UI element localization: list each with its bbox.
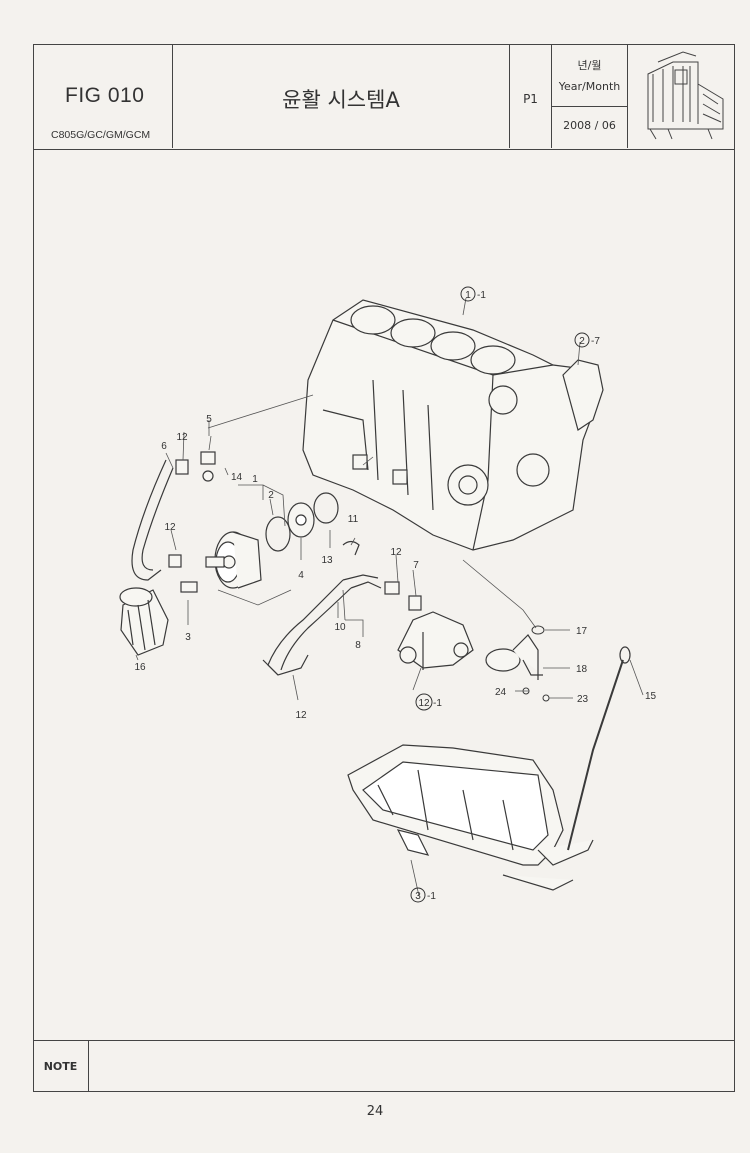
- part-label: 14: [231, 472, 243, 483]
- year-month-label-ko: 년/월: [577, 59, 602, 72]
- harvester-icon: [647, 51, 724, 140]
- oil-pan: [347, 744, 594, 891]
- part-label: 16: [134, 662, 146, 673]
- header: FIG 010 C805G/GC/GM/GCM 윤활 시스템A P1 년/월 Y…: [33, 44, 735, 150]
- bolt-23: [542, 694, 550, 702]
- seal-ring: [313, 492, 339, 524]
- hoses: [131, 459, 382, 676]
- part-label: 18: [576, 664, 588, 675]
- fittings: [168, 451, 422, 611]
- svg-text:-1: -1: [433, 698, 442, 709]
- o-ring: [265, 516, 291, 552]
- part-label: 12: [295, 710, 307, 721]
- part-label: 8: [355, 640, 361, 651]
- part-label: 6: [161, 441, 167, 452]
- svg-text:3: 3: [415, 891, 421, 902]
- fig-cell: FIG 010 C805G/GC/GM/GCM: [33, 44, 173, 148]
- page-code: P1: [523, 92, 538, 106]
- model-code: C805G/GC/GM/GCM: [51, 129, 151, 141]
- dipstick: [567, 659, 624, 851]
- date-value: 2008 / 06: [563, 119, 616, 132]
- fig-number: FIG 010: [65, 84, 145, 107]
- part-label: 15: [645, 691, 657, 702]
- part-label: 12: [176, 432, 188, 443]
- date-cell: 년/월 Year/Month 2008 / 06: [552, 44, 628, 148]
- svg-text:-1: -1: [427, 891, 436, 902]
- part-label: 3: [185, 632, 191, 643]
- oil-filter: [119, 587, 169, 656]
- part-label: 1: [252, 474, 258, 485]
- cylinder-block: [302, 299, 604, 551]
- part-label: 12: [390, 547, 402, 558]
- part-label: 5: [206, 414, 212, 425]
- leader-lines: [135, 297, 644, 897]
- oil-cooler: [214, 531, 262, 589]
- page-cell: P1: [510, 44, 552, 148]
- part-label: 4: [298, 570, 304, 581]
- part-label: 12: [164, 522, 176, 533]
- page-frame: [33, 44, 735, 1092]
- callout-12: 12 -1: [415, 693, 442, 711]
- part-label: 24: [495, 687, 507, 698]
- dipstick-handle: [619, 646, 631, 664]
- part-label: 23: [577, 694, 589, 705]
- callout-1: 1 -1: [460, 286, 486, 302]
- thumbnail-cell: [628, 44, 733, 148]
- svg-text:1: 1: [465, 290, 471, 301]
- lubrication-diagram: 1 -1 2 -7 12 -1 3 -1 5 6 12 14 1 2 12 13…: [119, 286, 657, 903]
- part-label: 2: [268, 490, 274, 501]
- note-label: NOTE: [33, 1041, 89, 1091]
- oil-pump: [397, 611, 474, 670]
- oil-strainer: [485, 634, 543, 680]
- part-label: 7: [413, 560, 419, 571]
- part-label: 10: [334, 622, 346, 633]
- svg-text:12: 12: [418, 698, 430, 709]
- filter-element: [287, 502, 315, 538]
- callout-2: 2 -7: [574, 332, 600, 348]
- strainer-gasket: [531, 625, 545, 635]
- part-labels: 5 6 12 14 1 2 12 13 11 12 7 4 3 16 10 8 …: [134, 414, 656, 721]
- svg-text:2: 2: [579, 336, 585, 347]
- svg-text:-1: -1: [477, 290, 486, 301]
- page-number: 24: [366, 1104, 384, 1119]
- page-title: 윤활 시스템A: [282, 88, 400, 112]
- part-label: 11: [348, 514, 359, 525]
- svg-text:-7: -7: [591, 336, 600, 347]
- date-divider: [552, 106, 627, 107]
- part-label: 13: [321, 555, 333, 566]
- note-section: NOTE: [33, 1040, 735, 1092]
- part-label: 17: [576, 626, 588, 637]
- title-cell: 윤활 시스템A: [173, 44, 510, 148]
- callout-3: 3 -1: [410, 887, 436, 903]
- year-month-label-en: Year/Month: [558, 80, 621, 93]
